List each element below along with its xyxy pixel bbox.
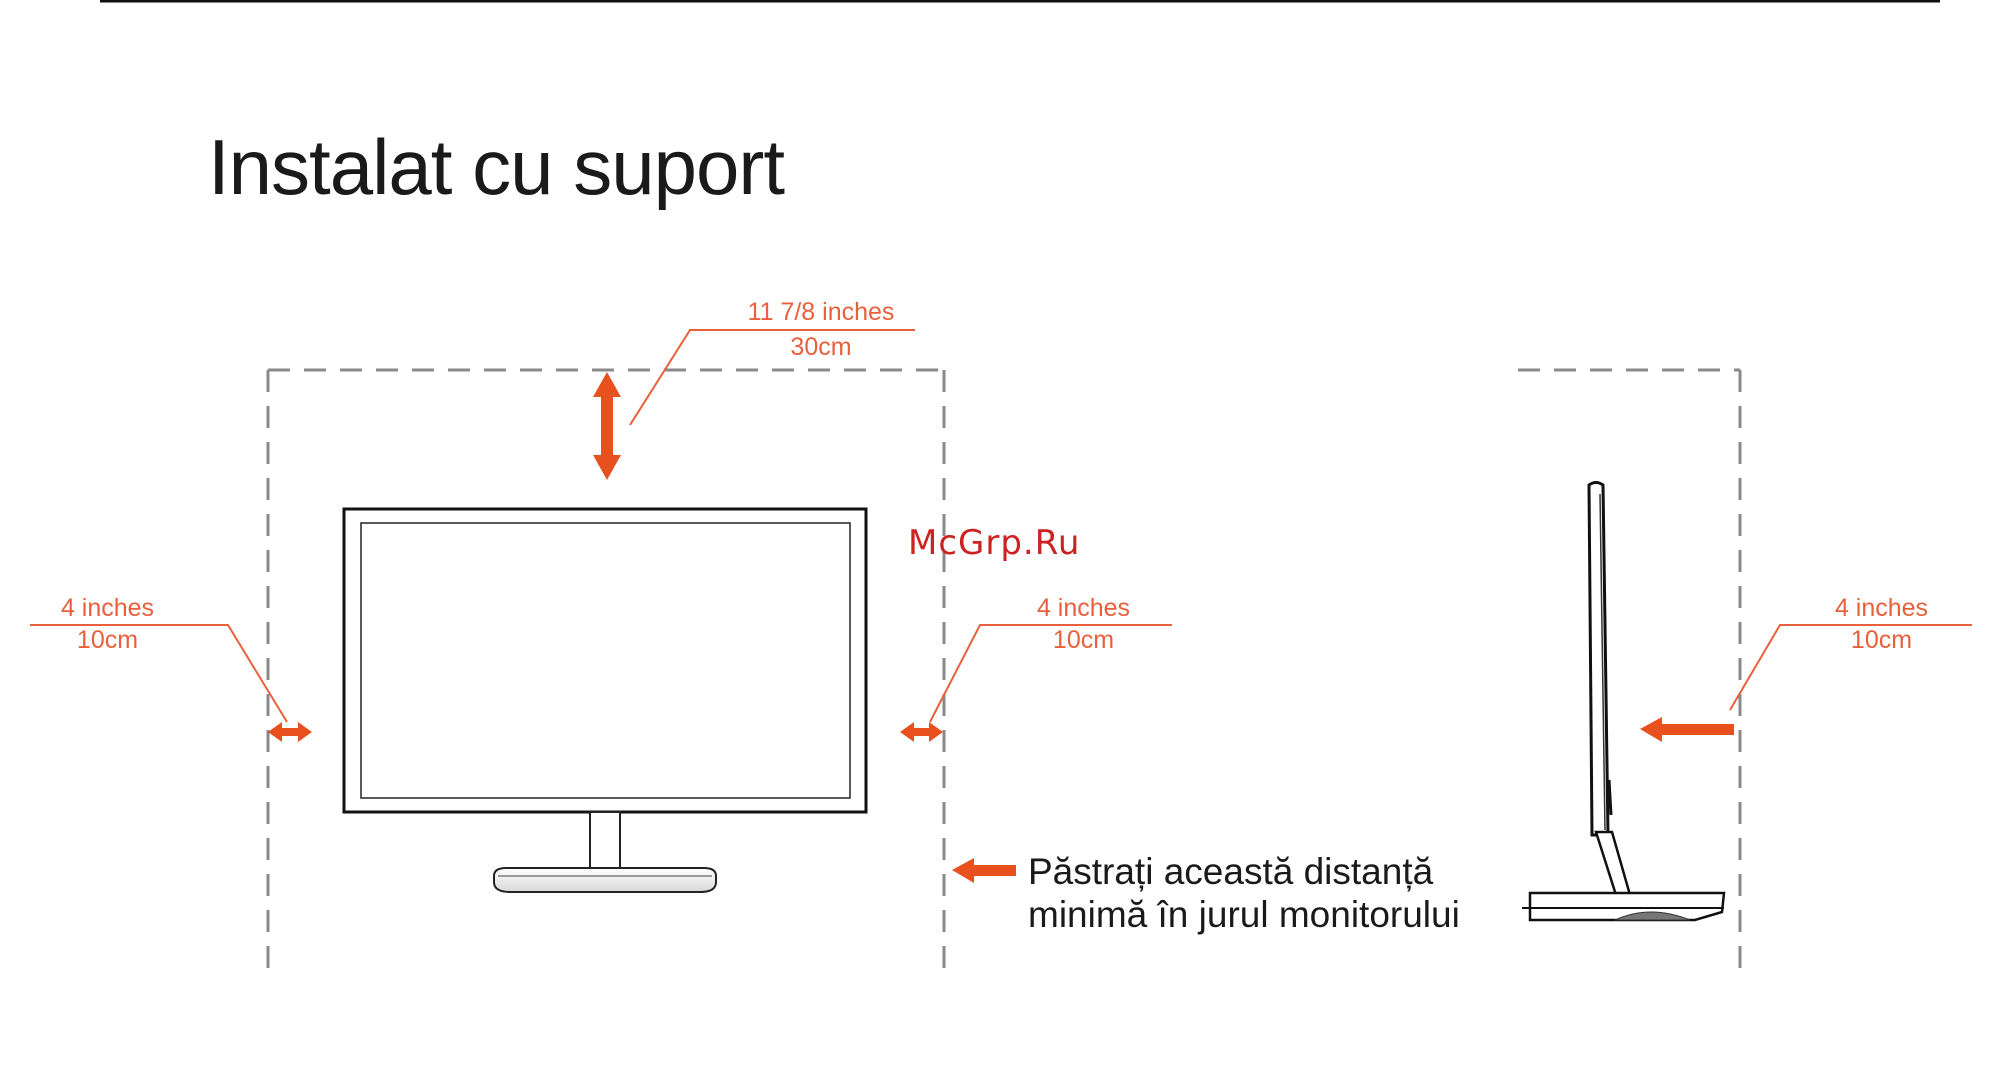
rear-clearance-metric: 10cm bbox=[1804, 628, 1959, 653]
rear-clearance-imperial: 4 inches bbox=[1804, 596, 1959, 621]
left-clearance-metric: 10cm bbox=[30, 628, 185, 653]
top-clearance-arrow bbox=[593, 372, 621, 480]
left-clearance-arrow bbox=[268, 722, 312, 742]
legend-note-line-1: Păstrați această distanță bbox=[1028, 850, 1460, 893]
legend-note: Păstrați această distanță minimă în juru… bbox=[1028, 850, 1460, 936]
page-title: Instalat cu suport bbox=[208, 128, 784, 206]
right-clearance-metric: 10cm bbox=[1006, 628, 1161, 653]
legend-arrow bbox=[952, 858, 1016, 883]
monitor-side-illustration bbox=[1522, 483, 1724, 921]
side-clearance-boundary bbox=[1518, 370, 1740, 968]
legend-note-line-2: minimă în jurul monitorului bbox=[1028, 893, 1460, 936]
watermark: McGrp.Ru bbox=[908, 523, 1080, 563]
monitor-front-illustration bbox=[344, 509, 866, 892]
right-clearance-imperial: 4 inches bbox=[1006, 596, 1161, 621]
top-clearance-imperial: 11 7/8 inches bbox=[728, 300, 914, 325]
left-clearance-imperial: 4 inches bbox=[30, 596, 185, 621]
right-clearance-arrow bbox=[900, 722, 943, 742]
rear-clearance-arrow bbox=[1640, 717, 1734, 742]
top-clearance-metric: 30cm bbox=[728, 335, 914, 360]
